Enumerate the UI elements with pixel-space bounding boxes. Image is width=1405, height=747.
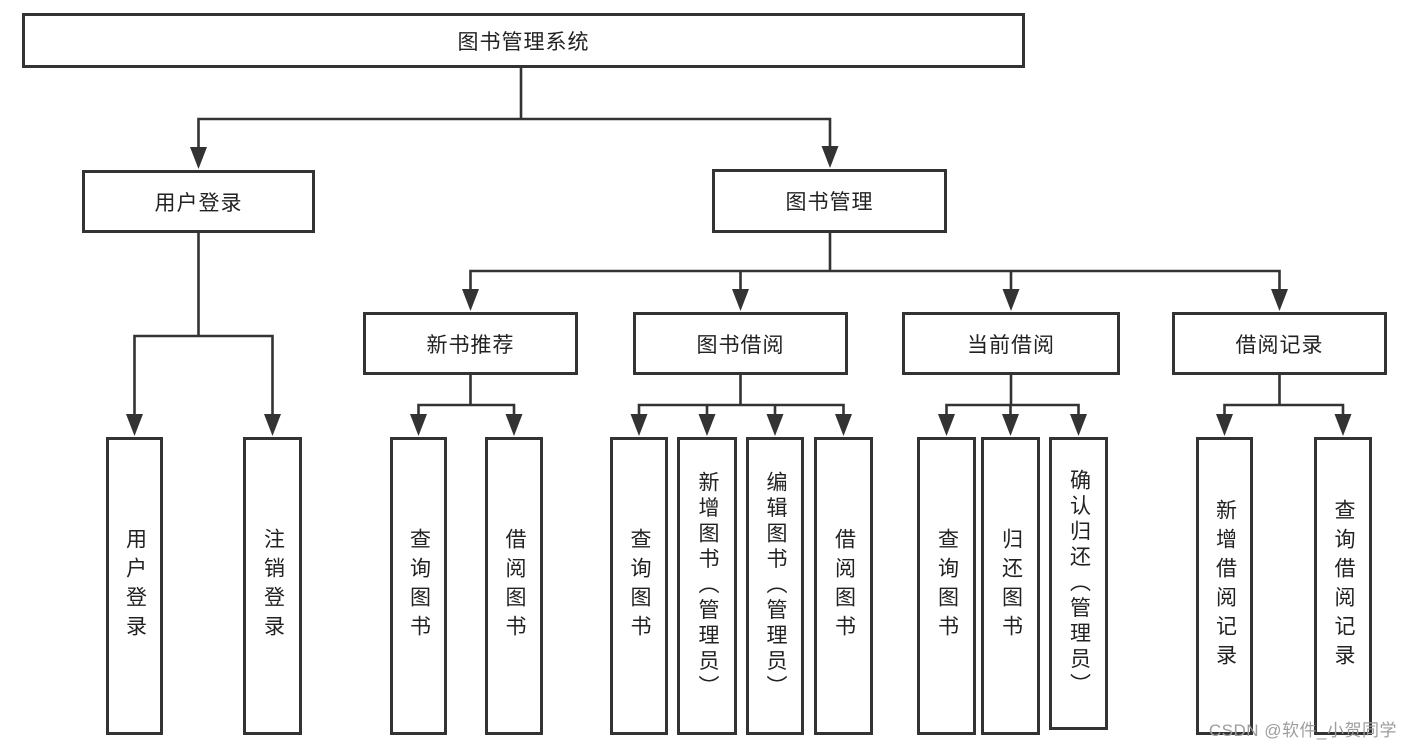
arrow-icon (938, 414, 955, 436)
arrow-icon (1271, 289, 1288, 311)
leaf-borrow-book: 借阅图书 (485, 437, 543, 735)
root-fork-line (197, 117, 832, 150)
arrow-icon (1334, 414, 1352, 436)
leaf-query-book: 查询图书 (390, 437, 447, 735)
current-borrow-fork-line (945, 375, 1080, 418)
arrow-icon (462, 289, 479, 311)
leaf-query-book: 查询图书 (917, 437, 976, 735)
user-login-fork-line (133, 233, 274, 417)
arrow-icon (835, 414, 852, 436)
leaf-edit-book-admin: 编辑图书（管理员） (746, 437, 804, 735)
new-book-rec-fork-line (417, 375, 516, 418)
arrow-icon (1002, 289, 1020, 311)
borrow-record-fork-line (1223, 375, 1345, 418)
arrow-icon (505, 414, 523, 436)
book-borrow-fork-line (637, 375, 845, 418)
node-new-book-recommend: 新书推荐 (363, 312, 578, 375)
leaf-add-book-admin: 新增图书（管理员） (677, 437, 737, 735)
leaf-logout: 注销登录 (243, 437, 302, 735)
arrow-icon (264, 414, 281, 436)
arrow-icon (732, 289, 749, 311)
arrow-icon (698, 414, 716, 436)
book-mgmt-fork-line (469, 233, 1281, 293)
node-user-login: 用户登录 (82, 170, 315, 233)
leaf-query-borrow-record: 查询借阅记录 (1314, 437, 1372, 735)
arrow-icon (190, 147, 207, 169)
arrow-icon (1070, 414, 1087, 436)
arrow-icon (821, 146, 839, 168)
leaf-query-book: 查询图书 (610, 437, 668, 735)
node-current-borrow: 当前借阅 (902, 312, 1120, 375)
arrow-icon (766, 414, 784, 436)
leaf-add-borrow-record: 新增借阅记录 (1196, 437, 1253, 735)
watermark: CSDN @软件_小贺同学 (1208, 721, 1397, 740)
node-book-borrow: 图书借阅 (633, 312, 848, 375)
leaf-return-book: 归还图书 (981, 437, 1040, 735)
arrowheads (126, 146, 1352, 436)
node-book-management: 图书管理 (712, 169, 947, 233)
leaf-confirm-return-admin: 确认归还（管理员） (1049, 437, 1108, 730)
arrow-icon (1002, 414, 1019, 436)
arrow-icon (410, 414, 427, 436)
arrow-icon (126, 414, 143, 436)
leaf-borrow-book: 借阅图书 (814, 437, 873, 735)
arrow-icon (630, 414, 648, 436)
arrow-icon (1216, 414, 1233, 436)
node-root: 图书管理系统 (22, 13, 1025, 68)
node-borrow-record: 借阅记录 (1172, 312, 1387, 375)
leaf-user-login: 用户登录 (106, 437, 163, 735)
